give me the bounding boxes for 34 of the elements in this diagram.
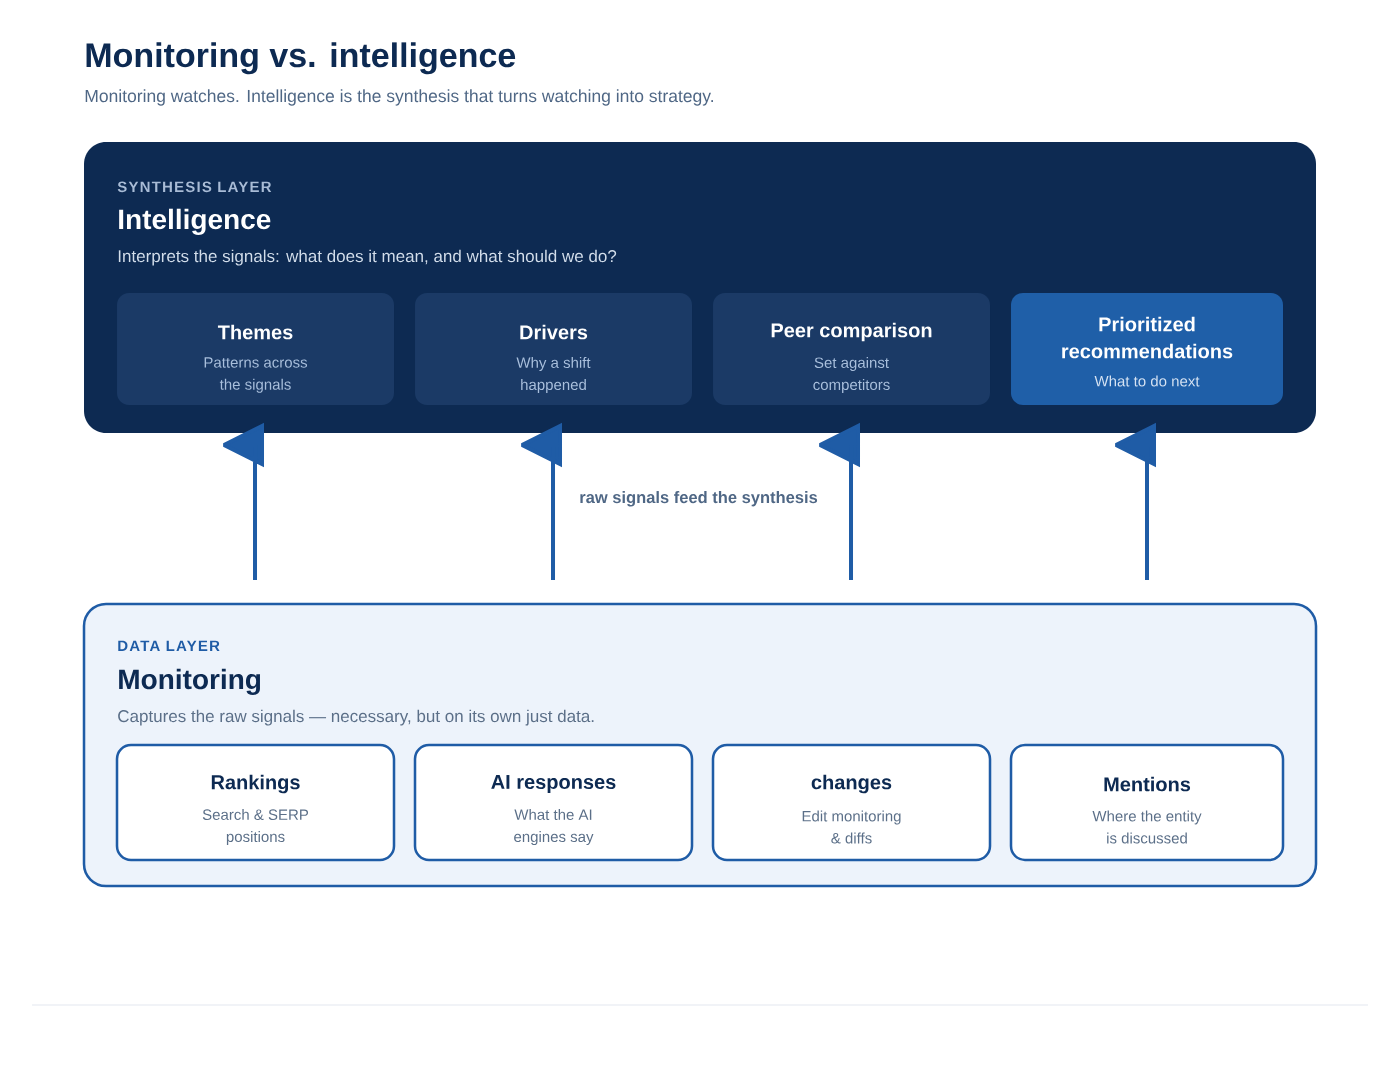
card-text: Where the entity is discussed [1092, 810, 1202, 844]
arrow-label: raw signals feed the synthesis [580, 491, 818, 507]
card-title: Themes [217, 324, 293, 340]
subtitle: Monitoring watches. Intelligence is the synthesis that turns watching into strategy. [85, 89, 713, 106]
panel-description: Interprets the signals: what does it mean, and what should we do? [118, 249, 617, 266]
arrow [1114, 424, 1156, 582]
panel-description: Captures the raw signals — necessary, but on its own just data. [118, 709, 594, 726]
panel-heading: Intelligence [119, 208, 271, 235]
section-label: DATA LAYER [118, 640, 220, 651]
card-title: Rankings [211, 774, 300, 794]
card-title: AI responses [491, 775, 616, 793]
arrow [818, 424, 860, 582]
arrow [520, 424, 562, 582]
card-title: Prioritized recommendations [1062, 316, 1233, 359]
card-text: What to do next [1094, 375, 1200, 387]
card-title: Drivers [520, 324, 588, 340]
card [115, 743, 396, 862]
card-text: Why a shift happened [516, 357, 591, 393]
arrow [222, 424, 264, 582]
card-text: Edit monitoring & diffs [802, 810, 901, 844]
section-label: SYNTHESIS LAYER [117, 181, 272, 193]
card-title: Mentions [1104, 776, 1191, 792]
card-title: changes [811, 774, 892, 794]
card [1009, 743, 1285, 862]
card-text: Patterns across the signals [204, 357, 308, 393]
card-title: Peer comparison [771, 322, 932, 342]
title: Monitoring vs. intelligence [86, 42, 516, 75]
card-text: Set against competitors [813, 357, 890, 393]
card-text: What the AI engines say [514, 809, 594, 845]
card [1011, 293, 1283, 405]
panel-heading: Monitoring [119, 668, 261, 695]
card-text: Search & SERP positions [202, 809, 309, 845]
card [413, 743, 694, 862]
card [711, 743, 992, 862]
